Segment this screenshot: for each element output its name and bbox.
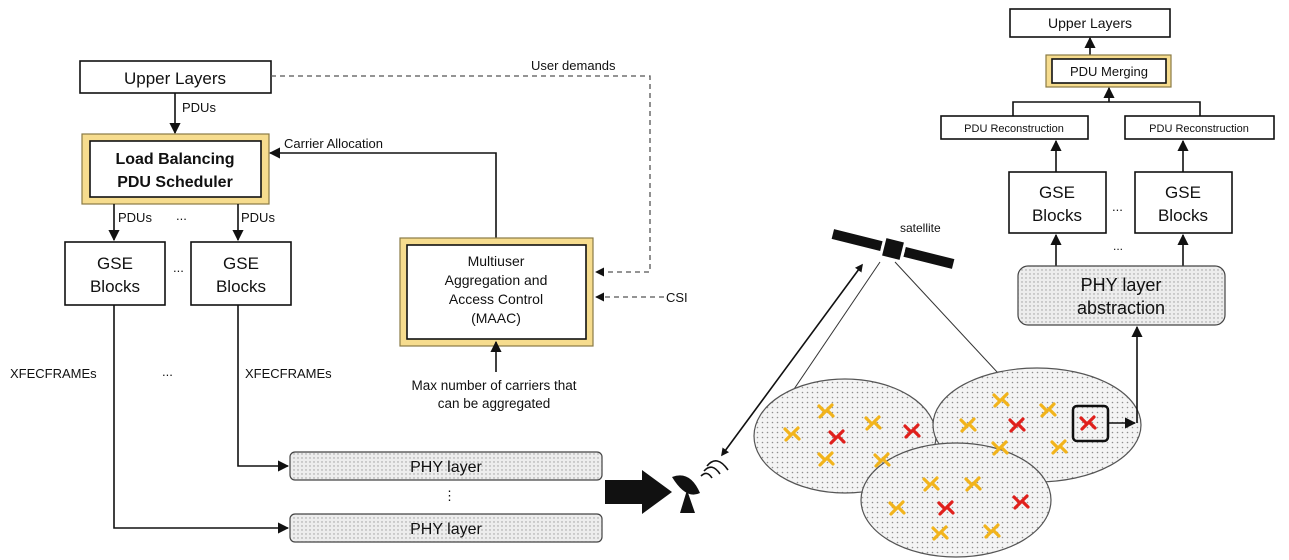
maac-box: Multiuser Aggregation and Access Control…: [399, 237, 594, 347]
rx-upper-layers-label: Upper Layers: [1048, 15, 1132, 31]
path-gse-right-to-phy: [237, 305, 290, 472]
rx-gse-right-line1: GSE: [1165, 183, 1201, 202]
pdu-merging-label: PDU Merging: [1070, 64, 1148, 79]
pdus-right-label: PDUs: [241, 210, 275, 225]
beam-edge-left: [787, 261, 881, 399]
pdu-reconstruction-left-label: PDU Reconstruction: [964, 123, 1064, 135]
rx-dots-below: ...: [1113, 239, 1123, 253]
maac-line4: (MAAC): [471, 310, 521, 326]
carrier-allocation-path: [268, 147, 497, 238]
satellite-icon: [831, 229, 955, 269]
scheduler-line1: Load Balancing: [115, 151, 234, 168]
phy-abstraction-box: PHY layer abstraction: [1017, 265, 1226, 326]
maac-line1: Multiuser: [468, 253, 525, 269]
gse-blocks-left: GSE Blocks: [64, 241, 166, 306]
csi-label: CSI: [666, 290, 688, 305]
pdus-left-label: PDUs: [118, 210, 152, 225]
phy-layer-top: PHY layer: [289, 451, 603, 481]
xfec-dots: ...: [162, 364, 173, 379]
path-gse-left-to-phy: [113, 305, 290, 534]
maac-line2: Aggregation and: [445, 272, 548, 288]
user-demands-path: [271, 75, 651, 277]
ground-satellite-link: [721, 263, 863, 457]
reconstruction-join-line: [1012, 101, 1201, 116]
pdu-reconstruction-right: PDU Reconstruction: [1124, 115, 1275, 140]
rx-gse-blocks-left: GSE Blocks: [1008, 171, 1107, 234]
pdus-top-label: PDUs: [182, 100, 216, 115]
dish-antenna-icon: [672, 460, 729, 513]
xfec-right-label: XFECFRAMEs: [245, 366, 332, 381]
rx-upper-layers-box: Upper Layers: [1009, 8, 1171, 38]
xfec-left-label: XFECFRAMEs: [10, 366, 97, 381]
pdu-reconstruction-left: PDU Reconstruction: [940, 115, 1089, 140]
user-demands-label: User demands: [531, 58, 616, 73]
gse-right-line2: Blocks: [216, 277, 266, 296]
pdu-reconstruction-right-label: PDU Reconstruction: [1149, 123, 1249, 135]
rx-gse-dots: ...: [1112, 199, 1123, 214]
max-carriers-line1: Max number of carriers that: [411, 378, 576, 393]
phy-dots: ⋮: [443, 488, 456, 503]
phy-top-label: PHY layer: [410, 459, 482, 476]
big-right-arrow: [605, 470, 672, 514]
maac-line3: Access Control: [449, 291, 543, 307]
gse-blocks-right: GSE Blocks: [190, 241, 292, 306]
upper-layers-box: Upper Layers: [79, 60, 272, 94]
rx-gse-left-line2: Blocks: [1032, 206, 1082, 225]
gse-left-line2: Blocks: [90, 277, 140, 296]
phy-bottom-label: PHY layer: [410, 521, 482, 538]
satellite-label: satellite: [900, 221, 941, 235]
gse-right-line1: GSE: [223, 254, 259, 273]
coverage-cell-bottom: [860, 442, 1052, 558]
gse-left-line1: GSE: [97, 254, 133, 273]
scheduler-line2: PDU Scheduler: [117, 174, 233, 191]
phy-layer-bottom: PHY layer: [289, 513, 603, 543]
rx-gse-blocks-right: GSE Blocks: [1134, 171, 1233, 234]
phy-abstraction-line2: abstraction: [1077, 298, 1165, 318]
gse-dots: ...: [173, 260, 184, 275]
pdus-dots: ...: [176, 208, 187, 223]
carrier-allocation-label: Carrier Allocation: [284, 136, 383, 151]
pdu-merging-box: PDU Merging: [1045, 54, 1172, 88]
upper-layers-label: Upper Layers: [124, 69, 226, 88]
load-balancing-scheduler-box: Load Balancing PDU Scheduler: [81, 133, 270, 205]
rx-gse-right-line2: Blocks: [1158, 206, 1208, 225]
phy-abstraction-line1: PHY layer: [1081, 275, 1162, 295]
max-carriers-line2: can be aggregated: [438, 396, 551, 411]
rx-gse-left-line1: GSE: [1039, 183, 1075, 202]
